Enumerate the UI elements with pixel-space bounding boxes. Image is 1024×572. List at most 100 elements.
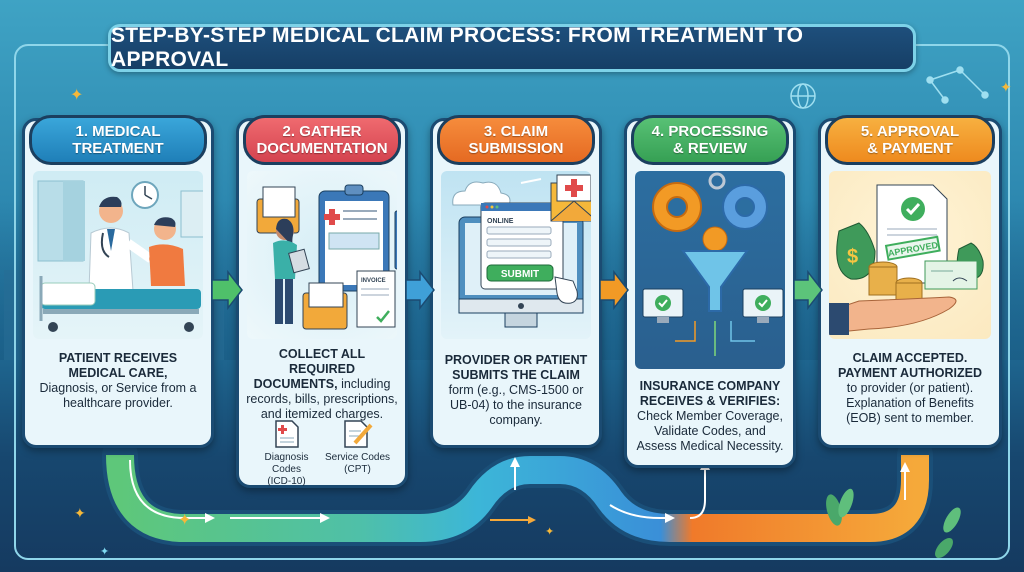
step-5-desc-bold: PAYMENT AUTHORIZED (838, 366, 982, 380)
step-4-panel: 4. PROCESSING& REVIEW (624, 115, 796, 468)
step-5-panel: 5. APPROVAL& PAYMENT APPROVED $ (818, 115, 1002, 448)
sparkle-icon: ✦ (545, 525, 554, 538)
step-4-description: INSURANCE COMPANY RECEIVES & VERIFIES: C… (633, 379, 787, 454)
doctor-examining-patient-illustration (33, 171, 203, 339)
flow-arrowhead (900, 462, 910, 472)
sparkle-icon: ✦ (100, 545, 109, 558)
flow-arrowhead (320, 513, 330, 523)
leaf-icon (935, 538, 953, 558)
gear-icon (708, 172, 726, 190)
service-codes-sublabel: (CPT) (344, 464, 371, 475)
flow-arrowhead (205, 513, 215, 523)
step-1-description: PATIENT RECEIVES MEDICAL CARE, Diagnosis… (31, 351, 205, 411)
processing-illustration (635, 171, 785, 369)
step-4-desc-bold: RECEIVES & VERIFIES: (639, 394, 781, 408)
gear-icon (702, 226, 728, 252)
step-1-desc-bold: PATIENT RECEIVES (58, 351, 178, 365)
diagnosis-codes-sublabel: (ICD-10) (267, 476, 306, 487)
verified-computer-icon (642, 288, 684, 323)
coin-stack-icon (868, 261, 923, 304)
approval-payment-illustration: APPROVED $ (829, 171, 991, 339)
step-4-desc-bold: INSURANCE COMPANY (639, 379, 781, 393)
sparkle-icon: ✦ (1000, 80, 1012, 96)
step-5-header: 5. APPROVAL& PAYMENT (825, 115, 995, 165)
step-2-description: COLLECT ALL REQUIRED DOCUMENTS, includin… (245, 347, 399, 422)
step-2-title-line2: DOCUMENTATION (256, 140, 388, 157)
invoice-document-icon: INVOICE (356, 270, 396, 328)
pointer-hand-icon (554, 276, 578, 304)
gear-icon (722, 184, 768, 230)
medical-document-icon (274, 420, 299, 448)
step-1-title-line2: TREATMENT (72, 140, 164, 157)
step-1-title-line1: 1. MEDICAL (75, 123, 161, 140)
hospital-bed-icon (39, 276, 201, 332)
step-2-desc-text: including records, bills, prescriptions,… (246, 377, 398, 421)
step-1-desc-text: Diagnosis, or Service from a healthcare … (39, 381, 197, 410)
step-2-title-line1: 2. GATHER (282, 123, 362, 140)
invoice-label: INVOICE (361, 278, 386, 284)
approved-document-icon: APPROVED (876, 184, 948, 284)
step-3-desc-bold: PROVIDER OR PATIENT (444, 353, 588, 367)
code-types: Diagnosis Codes (ICD-10) Service Codes (… (251, 419, 393, 488)
step-3-desc-text: form (e.g., CMS-1500 or UB-04) to the in… (448, 383, 584, 427)
step-5-desc-text: to provider (or patient). Explanation of… (846, 381, 974, 425)
flow-arrowhead (665, 513, 675, 523)
diagnosis-codes-label: Diagnosis Codes (264, 452, 309, 475)
step-4-header: 4. PROCESSING& REVIEW (631, 115, 789, 165)
hand-icon (829, 296, 957, 334)
diagnosis-codes: Diagnosis Codes (ICD-10) (251, 419, 322, 488)
step-2-desc-bold: DOCUMENTS, (253, 377, 338, 391)
step-5-description: CLAIM ACCEPTED. PAYMENT AUTHORIZED to pr… (827, 351, 993, 426)
leaf-icon (838, 488, 854, 518)
step-3-title-line1: 3. CLAIM (483, 123, 549, 140)
flow-band-fill (106, 454, 929, 542)
submit-button: SUBMIT (486, 264, 554, 282)
flow-arrow-line (129, 459, 205, 519)
step-3-title-line2: SUBMISSION (468, 140, 564, 157)
submit-label: SUBMIT (501, 269, 539, 280)
svg-text:$: $ (847, 246, 858, 268)
gear-icon (652, 182, 702, 232)
pen-icon (394, 210, 397, 270)
woman-figure (273, 218, 310, 324)
funnel-icon (681, 250, 749, 312)
step-2-desc-bold: COLLECT ALL REQUIRED (278, 347, 366, 376)
service-codes: Service Codes (CPT) (322, 419, 393, 488)
page-title: STEP-BY-STEP MEDICAL CLAIM PROCESS: FROM… (111, 24, 804, 71)
page-title-banner: STEP-BY-STEP MEDICAL CLAIM PROCESS: FROM… (108, 24, 916, 72)
sparkle-icon: ✦ (74, 506, 86, 522)
step-1-desc-bold: MEDICAL CARE, (68, 366, 168, 380)
verified-computer-icon (742, 288, 784, 323)
form-label: ONLINE (487, 218, 514, 225)
documents-illustration: INVOICE (247, 171, 397, 339)
patient-figure (149, 217, 185, 286)
medical-envelope-icon (550, 174, 591, 222)
flow-arrowhead (510, 457, 520, 467)
leaf-icon (943, 507, 961, 533)
step-3-description: PROVIDER OR PATIENT SUBMITS THE CLAIM fo… (439, 353, 593, 428)
step-5-title-line2: & PAYMENT (867, 140, 953, 157)
doctor-figure (88, 196, 157, 292)
check-payment-icon (924, 260, 978, 290)
clipboard-icon (318, 184, 390, 292)
sparkle-icon: ✦ (70, 85, 83, 104)
step-5-title-line1: 5. APPROVAL (860, 123, 960, 140)
service-codes-label: Service Codes (324, 452, 391, 463)
step-4-desc-text: Check Member Coverage, Validate Codes, a… (636, 409, 784, 453)
building-silhouette (4, 270, 22, 360)
leaf-icon (826, 494, 842, 526)
cloud-icon (452, 181, 511, 206)
step-4-title-line1: 4. PROCESSING (651, 123, 769, 140)
send-arrow-icon (520, 178, 542, 184)
step-5-desc-bold: CLAIM ACCEPTED. (852, 351, 968, 365)
network-globe-icon (790, 66, 989, 109)
document-pencil-icon (343, 420, 372, 448)
step-3-desc-bold: SUBMITS THE CLAIM (452, 368, 580, 382)
